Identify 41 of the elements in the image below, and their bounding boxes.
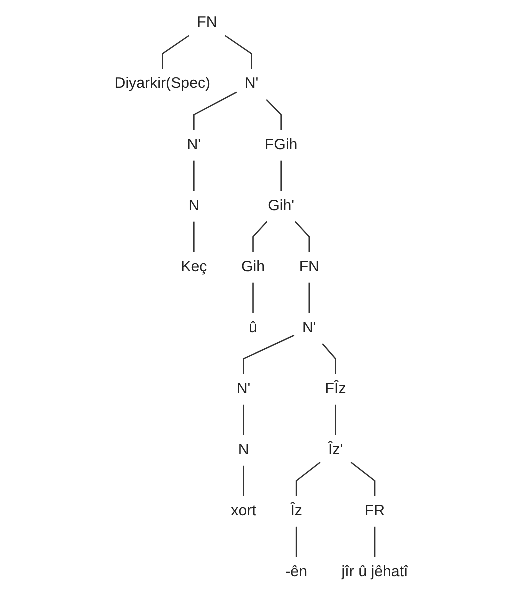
- connector: [194, 92, 238, 130]
- connector: [243, 334, 295, 374]
- node-text: FÎz: [325, 380, 346, 398]
- node-text: Gih: [241, 258, 266, 276]
- connector: [374, 526, 376, 558]
- node-text: N': [236, 380, 251, 398]
- node-text: FN: [197, 14, 218, 32]
- node-text: N: [238, 441, 250, 458]
- node-text: -ên: [286, 563, 308, 580]
- node-text: N': [187, 136, 202, 154]
- node-text: Diyarkir(Spec): [114, 75, 211, 92]
- connector: [322, 343, 336, 374]
- node-text: N: [188, 197, 200, 214]
- connector: [296, 462, 321, 496]
- connector: [225, 35, 252, 70]
- node-text: Keç: [181, 258, 208, 276]
- node-text: FGih: [264, 136, 298, 154]
- node-text: FR: [364, 502, 386, 520]
- node-text: Îz': [328, 441, 344, 458]
- node-text: N': [302, 319, 316, 336]
- connector: [295, 221, 310, 252]
- connector: [308, 282, 310, 314]
- node-text: N': [244, 75, 259, 92]
- node-text: FN: [299, 258, 320, 276]
- connector: [162, 35, 190, 70]
- node-text: û: [249, 319, 258, 336]
- connector: [194, 222, 195, 252]
- connector: [335, 404, 336, 436]
- connector: [350, 462, 376, 496]
- connector: [194, 160, 195, 192]
- connector: [266, 99, 282, 130]
- connector: [280, 160, 282, 192]
- connector: [296, 526, 298, 558]
- connector: [243, 404, 244, 436]
- connector: [243, 466, 244, 496]
- connector: [252, 221, 268, 252]
- node-text: Gih': [268, 197, 295, 214]
- connector: [252, 282, 254, 314]
- node-text: Îz: [290, 502, 302, 520]
- node-text: jîr û jêhatî: [342, 563, 408, 580]
- node-text: xort: [231, 502, 256, 520]
